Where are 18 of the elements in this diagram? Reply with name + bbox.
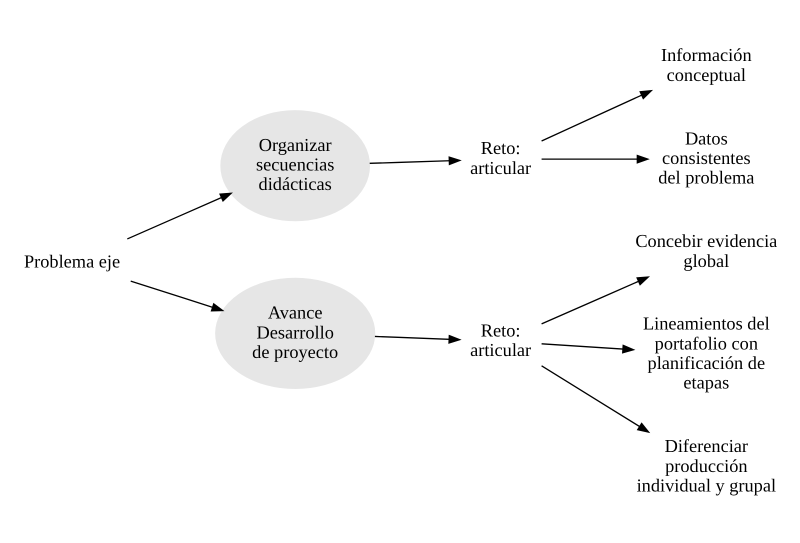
- arrow: [541, 276, 650, 324]
- node-text: Reto: articular: [470, 320, 532, 360]
- arrow: [542, 343, 636, 354]
- arrow: [370, 156, 462, 166]
- arrow: [541, 365, 650, 434]
- node-text: Lineamientos del portafolio con planificación de etapas: [642, 314, 770, 393]
- node-text: Datos consistentes del problema: [658, 128, 754, 188]
- arrow: [542, 154, 650, 164]
- arrow: [541, 90, 654, 142]
- node-text: Diferenciar producción individual y grupal: [636, 436, 776, 496]
- node-text: Información conceptual: [661, 45, 752, 85]
- node-text: Concebir evidencia global: [635, 231, 778, 271]
- arrow: [130, 280, 224, 312]
- arrow: [127, 192, 233, 240]
- arrow: [374, 334, 462, 344]
- node-ellipse: Avance Desarrollo de proyecto: [215, 278, 376, 389]
- node-text: Problema eje: [24, 252, 120, 272]
- node-text: Reto: articular: [470, 138, 532, 178]
